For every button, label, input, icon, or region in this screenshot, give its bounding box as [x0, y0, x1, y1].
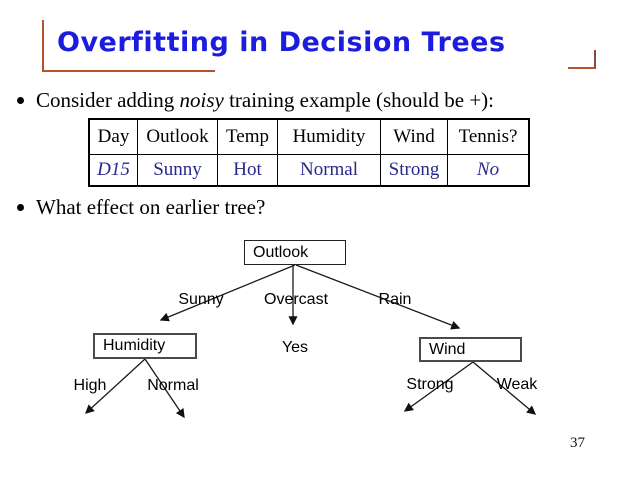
header-tennis: Tennis? [447, 118, 530, 155]
edge-label-high: High [73, 377, 107, 394]
page-number: 37 [570, 435, 585, 451]
bullet1-post: training example (should be +): [223, 88, 495, 112]
cell-wind: Strong [380, 154, 448, 187]
header-wind: Wind [380, 118, 448, 155]
cell-day: D15 [88, 154, 138, 187]
slide-title: Overfitting in Decision Trees [57, 27, 506, 58]
table-value-row: D15 Sunny Hot Normal Strong No [88, 154, 530, 187]
bullet-dot [17, 97, 24, 104]
cell-temp: Hot [217, 154, 278, 187]
edge-label-strong: Strong [406, 376, 454, 393]
tree-node-humidity: Humidity [93, 333, 197, 359]
cell-tennis: No [447, 154, 530, 187]
header-humidity: Humidity [277, 118, 381, 155]
bullet1-noisy-italic: noisy [179, 88, 224, 112]
edge-label-normal: Normal [147, 377, 199, 394]
cell-humidity: Normal [277, 154, 381, 187]
title-corner-bracket [42, 20, 215, 72]
tree-node-outlook: Outlook [244, 240, 346, 265]
leaf-label-yes: Yes [281, 339, 309, 356]
bullet-what-effect: What effect on earlier tree? [36, 195, 266, 219]
bullet-consider-noisy: Consider adding noisy training example (… [36, 88, 494, 113]
bullet-dot [17, 204, 24, 211]
branch-label-rain: Rain [378, 291, 412, 308]
noisy-example-table: Day Outlook Temp Humidity Wind Tennis? D… [88, 118, 530, 187]
table-header-row: Day Outlook Temp Humidity Wind Tennis? [88, 118, 530, 155]
bullet1-pre: Consider adding [36, 88, 180, 112]
branch-label-sunny: Sunny [178, 291, 224, 308]
tree-node-wind: Wind [419, 337, 522, 362]
branch-label-overcast: Overcast [263, 291, 329, 308]
header-day: Day [88, 118, 138, 155]
header-temp: Temp [217, 118, 278, 155]
cell-outlook: Sunny [137, 154, 218, 187]
right-corner-bracket [568, 50, 596, 69]
edge-label-weak: Weak [496, 376, 538, 393]
header-outlook: Outlook [137, 118, 218, 155]
